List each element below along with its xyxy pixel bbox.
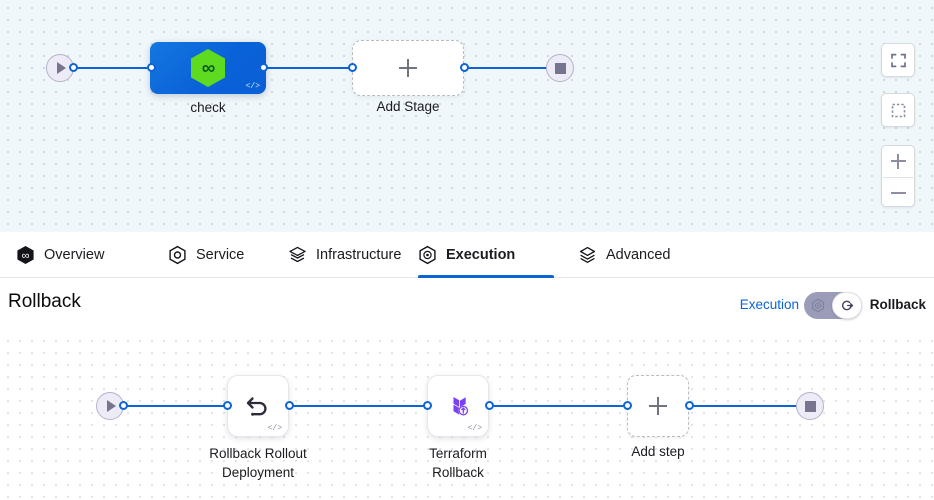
execution-rollback-toggle[interactable] bbox=[804, 292, 862, 319]
port bbox=[285, 401, 294, 410]
port bbox=[623, 401, 632, 410]
stop-icon bbox=[804, 400, 816, 412]
page-title: Rollback bbox=[8, 291, 81, 312]
edge-step1-to-step2 bbox=[286, 405, 436, 407]
port bbox=[259, 63, 268, 72]
advanced-layers-icon bbox=[579, 246, 596, 263]
tab-execution[interactable]: Execution bbox=[418, 232, 554, 278]
step-node-terraform-rollback[interactable]: </> bbox=[427, 375, 489, 437]
harness-hexagon-filled-icon: ∞ bbox=[17, 246, 34, 264]
add-step-label: Add step bbox=[631, 444, 685, 459]
edge-add-to-end bbox=[684, 405, 812, 407]
dashed-square-icon bbox=[891, 103, 905, 117]
tab-advanced[interactable]: Advanced bbox=[578, 232, 671, 278]
stage-node-check[interactable]: ∞ </> bbox=[150, 42, 266, 94]
play-icon bbox=[57, 62, 66, 74]
rollback-arrow-icon bbox=[841, 300, 853, 311]
rollback-header: Rollback Execution Rollback bbox=[0, 279, 934, 333]
toggle-label-rollback[interactable]: Rollback bbox=[869, 297, 926, 312]
stage-canvas[interactable]: ∞ </> check Add Stage bbox=[0, 0, 934, 232]
step-label-line1: Rollback Rollout bbox=[209, 446, 307, 461]
plus-icon bbox=[649, 397, 667, 415]
fullscreen-button[interactable] bbox=[881, 43, 915, 77]
harness-hexagon-icon: ∞ bbox=[191, 49, 225, 87]
port bbox=[348, 63, 357, 72]
step-label-line2: Deployment bbox=[221, 465, 295, 480]
step-label-line2: Rollback bbox=[432, 465, 484, 480]
toggle-rollback-side[interactable] bbox=[832, 292, 862, 319]
tab-label: Infrastructure bbox=[316, 247, 402, 263]
fullscreen-icon bbox=[890, 53, 906, 67]
minus-icon bbox=[890, 191, 906, 194]
stage-tab-bar[interactable]: ∞ Overview Service Infrastructure bbox=[0, 232, 934, 278]
edge-start-to-step1 bbox=[116, 405, 232, 407]
add-step-button[interactable] bbox=[627, 375, 689, 437]
pipeline-end-node[interactable] bbox=[546, 54, 574, 82]
step-label: Terraform Rollback bbox=[368, 444, 548, 482]
plus-icon bbox=[890, 153, 906, 169]
port bbox=[685, 401, 694, 410]
port bbox=[119, 401, 128, 410]
port bbox=[485, 401, 494, 410]
step-node-rollback-rollout-deployment[interactable]: </> bbox=[227, 375, 289, 437]
add-stage-button[interactable] bbox=[352, 40, 464, 96]
zoom-in-button[interactable] bbox=[882, 146, 914, 177]
tab-label: Overview bbox=[44, 247, 105, 263]
terraform-icon bbox=[453, 397, 469, 416]
stop-icon bbox=[554, 62, 566, 74]
execution-rings-icon bbox=[811, 298, 825, 313]
edge-stage-to-add bbox=[262, 67, 358, 69]
toggle-execution-side[interactable] bbox=[804, 292, 832, 319]
code-badge: </> bbox=[467, 424, 482, 433]
add-stage-label: Add Stage bbox=[376, 99, 440, 114]
fit-selection-button[interactable] bbox=[881, 93, 915, 127]
plus-icon bbox=[399, 59, 417, 77]
svg-text:∞: ∞ bbox=[22, 250, 30, 262]
undo-arrow-icon bbox=[246, 397, 267, 416]
code-badge: </> bbox=[267, 424, 282, 433]
edge-add-to-end bbox=[460, 67, 560, 69]
stage-label: check bbox=[190, 100, 226, 115]
tab-label: Service bbox=[196, 247, 245, 263]
layers-icon bbox=[289, 246, 306, 263]
service-hexagon-icon bbox=[169, 245, 186, 265]
rollback-end-node[interactable] bbox=[796, 392, 824, 420]
tab-service[interactable]: Service bbox=[168, 232, 244, 278]
port bbox=[223, 401, 232, 410]
execution-rings-icon bbox=[419, 245, 436, 265]
step-label-line1: Terraform bbox=[429, 446, 487, 461]
port bbox=[147, 63, 156, 72]
toggle-label-execution[interactable]: Execution bbox=[739, 297, 799, 312]
port bbox=[69, 63, 78, 72]
edge-start-to-stage bbox=[66, 67, 158, 69]
zoom-controls[interactable] bbox=[881, 145, 915, 207]
code-badge: </> bbox=[245, 82, 260, 91]
tab-label: Execution bbox=[446, 247, 516, 263]
divider bbox=[883, 176, 913, 178]
zoom-out-button[interactable] bbox=[882, 178, 914, 209]
edge-step2-to-add bbox=[486, 405, 636, 407]
rollback-canvas[interactable]: </> Rollback Rollout Deployment </> bbox=[0, 333, 934, 500]
port bbox=[460, 63, 469, 72]
step-label: Rollback Rollout Deployment bbox=[168, 444, 348, 482]
port bbox=[423, 401, 432, 410]
play-icon bbox=[107, 400, 116, 412]
tab-infrastructure[interactable]: Infrastructure bbox=[288, 232, 401, 278]
tab-label: Advanced bbox=[606, 247, 671, 263]
tab-overview[interactable]: ∞ Overview bbox=[16, 232, 104, 278]
